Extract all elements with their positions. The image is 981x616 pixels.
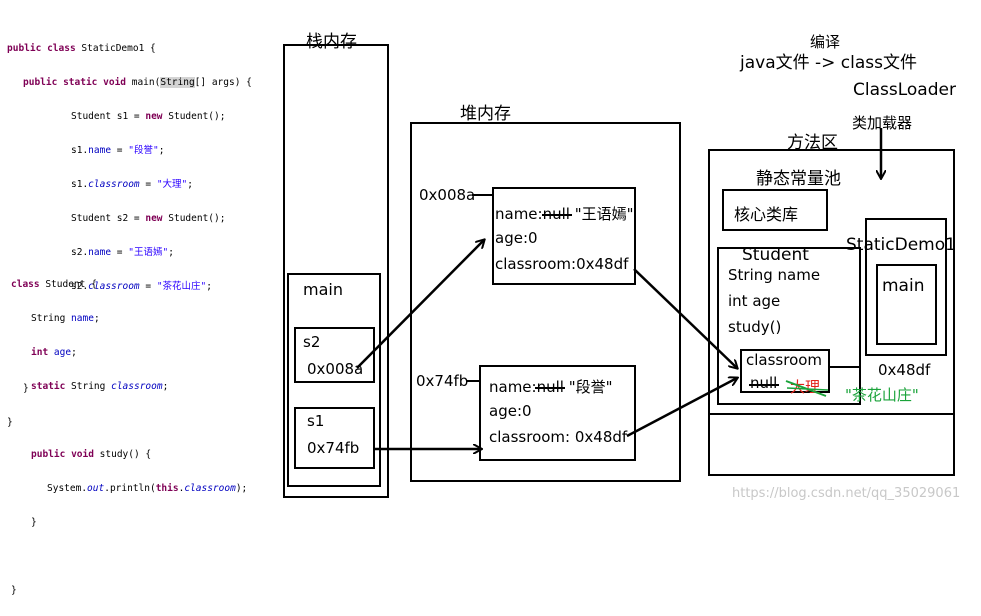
student-class-title: Student [742,245,809,265]
classloader-label: ClassLoader [853,80,956,100]
heap-obj1-name: name:null "王语嫣" [495,205,634,223]
stack-var-s1-addr: 0x74fb [307,439,360,457]
core-library-label: 核心类库 [734,205,799,224]
stack-memory [283,44,389,498]
heap-obj2-classroom: classroom: 0x48df [489,428,628,446]
compile-from-to: java文件 -> class文件 [740,53,918,73]
method-area-title: 方法区 [787,133,838,153]
stack-var-s1-name: s1 [307,412,325,430]
watermark: https://blog.csdn.net/qq_35029061 [732,486,961,501]
arrow-obj1-to-classroom [633,268,737,368]
heap-obj1-addr: 0x008a [419,186,476,204]
staticdemo1-class-box [865,218,947,356]
connector-layer [356,128,981,512]
heap-object-s2 [492,187,636,285]
code-line: Student s2 = new Student(); [71,213,226,224]
heap-memory [410,122,681,482]
code-line: } [31,517,37,528]
code-line: Student s1 = new Student(); [71,111,226,122]
classroom-new-value: "茶花山庄" [845,386,919,404]
student-method-study: study() [728,318,782,336]
stack-var-s2-name: s2 [303,333,321,351]
code-line: int age; [31,347,77,358]
strike-old-value-2 [786,387,829,391]
code-line: ​ [11,548,247,565]
strike-null-obj1 [542,214,572,216]
code-line: static String classroom; [31,381,169,392]
static-constant-pool-title: 静态常量池 [756,169,841,189]
heap-obj2-name: name:null "段誉" [489,378,613,396]
stack-frame-label: main [303,280,343,299]
staticdemo1-main-box [876,264,937,345]
classloader-cn-label: 类加载器 [852,114,913,132]
code-student: class Student { String name; int age; st… [11,259,247,616]
code-line: class Student { [11,279,97,290]
classroom-label: classroom [746,351,823,369]
student-field-age: int age [728,292,781,310]
stack-var-s2-addr: 0x008a [307,360,364,378]
heap-object-s1 [479,365,636,461]
code-line: public class StaticDemo1 { [7,43,156,54]
strike-null-obj2 [535,387,565,389]
staticdemo1-class-title: StaticDemo1 [846,235,956,255]
compile-title: 编译 [810,33,841,51]
arrow-obj2-to-classroom [626,378,737,438]
method-area-divider [708,413,955,415]
classroom-address: 0x48df [878,361,931,379]
code-line: s2.name = "王语嫣"; [71,247,174,258]
code-line: s2.classroom = "茶花山庄"; [71,281,213,292]
stack-var-s2 [294,327,375,383]
core-library-box [722,189,828,231]
stack-var-s1 [294,407,375,469]
student-field-name: String name [728,266,821,284]
code-line: String name; [31,313,100,324]
heap-obj1-age: age:0 [495,229,538,247]
arrow-s2-to-obj [356,240,484,369]
method-area [708,149,955,476]
strike-null-classroom [749,384,779,386]
student-static-classroom [740,349,830,393]
code-staticdemo1: public class StaticDemo1 { public static… [7,23,252,448]
student-class-box [717,247,861,405]
classroom-null: null [750,374,778,392]
heap-obj2-addr: 0x74fb [416,372,469,390]
stack-title: 栈内存 [306,32,357,52]
code-line: System.out.println(this.classroom); [47,483,248,494]
staticdemo1-main-label: main [882,276,925,296]
code-line: public void study() { [31,449,152,460]
code-line: } [23,383,29,394]
heap-obj1-classroom: classroom:0x48df [495,255,629,273]
code-line: public static void main(String[] args) { [23,77,252,88]
stack-frame-main [287,273,381,487]
heap-title: 堆内存 [460,104,511,124]
code-line: s1.classroom = "大理"; [71,179,194,190]
code-line: s1.name = "段誉"; [71,145,165,156]
code-line: } [11,585,17,596]
heap-obj2-age: age:0 [489,402,532,420]
code-line: } [7,417,13,428]
